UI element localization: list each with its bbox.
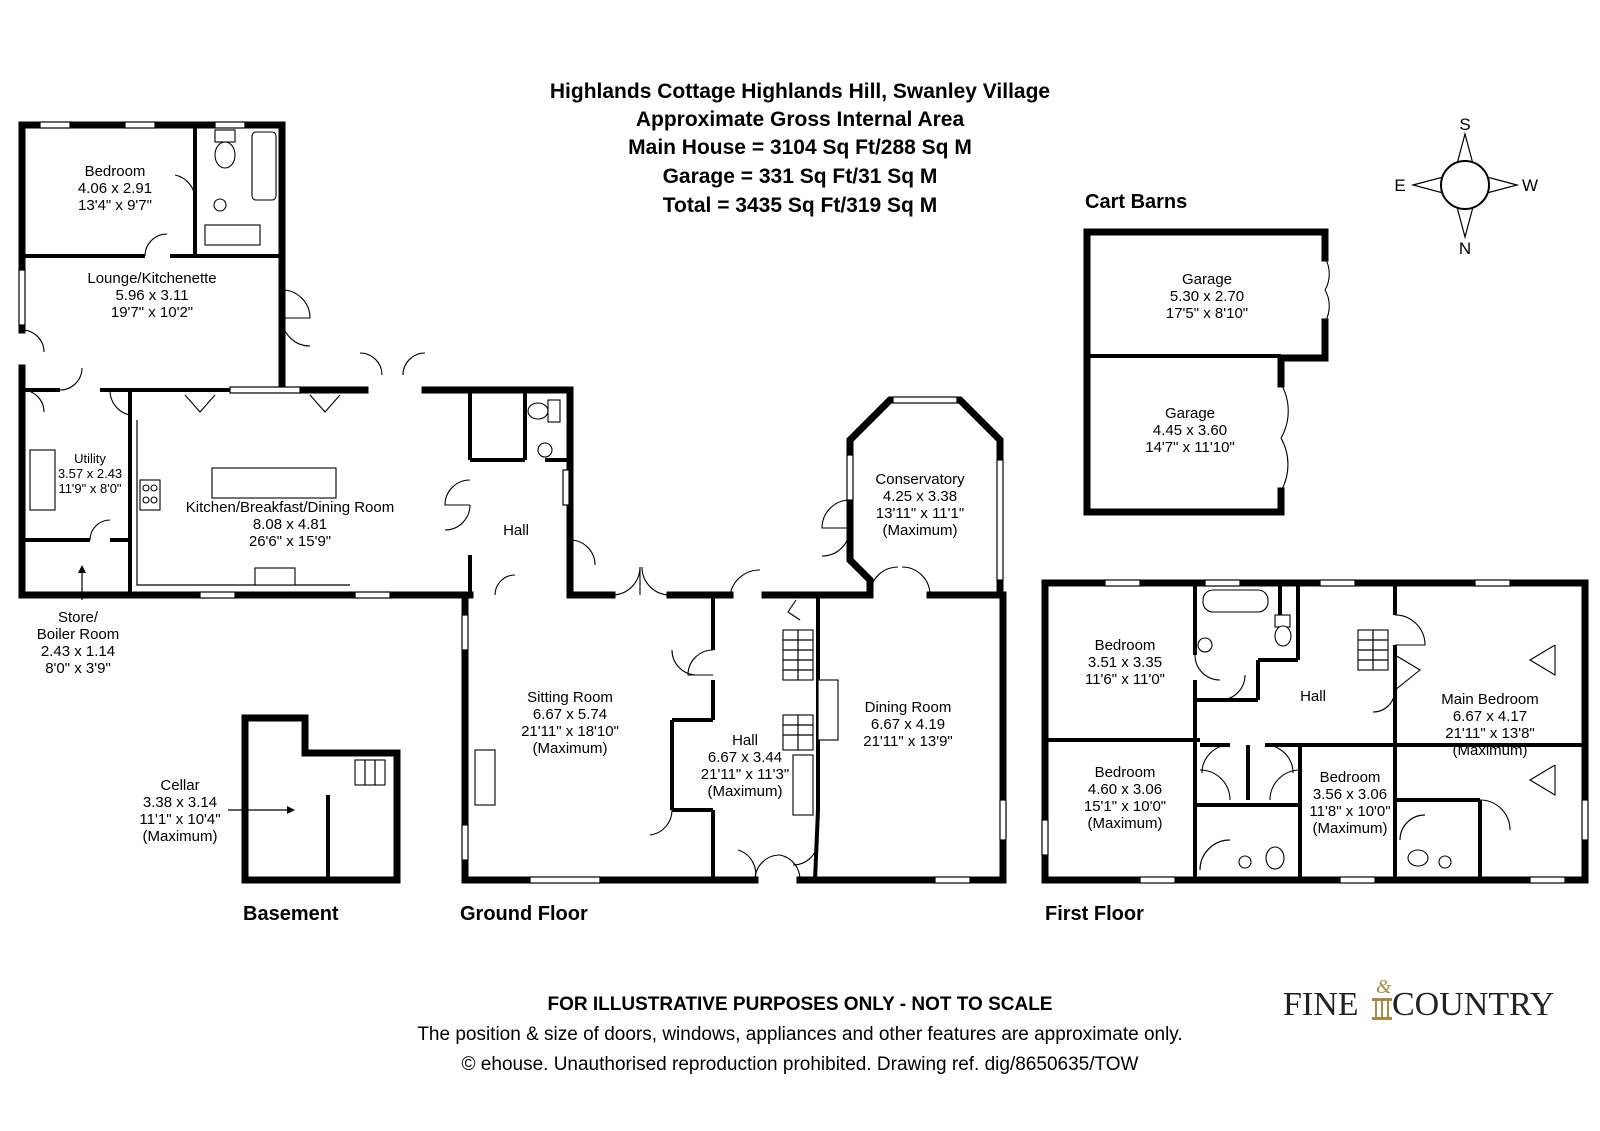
room-size-metric: 6.67 x 5.74 <box>533 706 607 723</box>
room-size-note: (Maximum) <box>1453 742 1528 759</box>
room-name-kitchen: Kitchen/Breakfast/Dining Room <box>186 499 394 516</box>
room-name-store: Store/ <box>58 609 99 626</box>
room-size-imperial: 11'9" x 8'0" <box>58 481 121 496</box>
room-name-ff-bedroom-1: Bedroom <box>1095 637 1156 654</box>
room-name-main-bedroom: Main Bedroom <box>1441 691 1539 708</box>
room-name-annex-bedroom: Bedroom <box>85 163 146 180</box>
compass-north: N <box>1459 239 1471 258</box>
property-title: Highlands Cottage Highlands Hill, Swanle… <box>550 80 1050 103</box>
floor-label-ground: Ground Floor <box>460 903 588 925</box>
logo-word-left: FINE <box>1283 986 1359 1023</box>
room-size-imperial: 21'11" x 13'8" <box>1445 725 1535 742</box>
floor-label-cart-barns: Cart Barns <box>1085 191 1187 213</box>
room-size-metric: 4.06 x 2.91 <box>78 180 152 197</box>
room-size-imperial: 21'11" x 11'3" <box>701 766 789 783</box>
floor-label-first: First Floor <box>1045 903 1144 925</box>
room-size-metric: 4.45 x 3.60 <box>1153 422 1227 439</box>
disclaimer-text: The position & size of doors, windows, a… <box>417 1024 1182 1045</box>
compass-east: E <box>1394 176 1405 195</box>
floor-labels: Basement Ground Floor First Floor Cart B… <box>243 191 1187 925</box>
basement-block: Cellar 3.38 x 3.14 11'1" x 10'4" (Maximu… <box>139 714 401 884</box>
room-name-garage-2: Garage <box>1165 405 1215 422</box>
logo-word-right: COUNTRY <box>1392 986 1554 1023</box>
room-size-imperial: 15'1" x 10'0" <box>1084 798 1166 815</box>
room-size-note: (Maximum) <box>1088 815 1163 832</box>
room-name-main-hall: Hall <box>732 732 758 749</box>
room-size-note: (Maximum) <box>883 522 958 539</box>
room-name-utility: Utility <box>74 451 106 466</box>
total-area: Total = 3435 Sq Ft/319 Sq M <box>663 194 937 217</box>
first-floor-block: Bedroom 3.51 x 3.35 11'6" x 11'0" Hall M… <box>1041 579 1589 884</box>
room-name-ff-hall: Hall <box>1300 688 1326 705</box>
room-size-note: (Maximum) <box>708 783 783 800</box>
room-size-metric: 3.51 x 3.35 <box>1088 654 1162 671</box>
copyright-text: © ehouse. Unauthorised reproduction proh… <box>462 1054 1139 1075</box>
room-name-dining: Dining Room <box>865 699 952 716</box>
room-size-metric: 2.43 x 1.14 <box>41 643 115 660</box>
small-hall-block: Hall <box>444 390 596 599</box>
room-size-imperial: 13'4" x 9'7" <box>78 197 152 214</box>
room-name-cellar: Cellar <box>160 777 199 794</box>
room-size-metric: 4.25 x 3.38 <box>883 488 957 505</box>
annex-block <box>18 121 574 599</box>
room-size-imperial: 11'1" x 10'4" <box>139 811 220 828</box>
main-house-area: Main House = 3104 Sq Ft/288 Sq M <box>628 136 972 159</box>
room-size-note: (Maximum) <box>533 740 608 757</box>
room-size-metric: 8.08 x 4.81 <box>253 516 327 533</box>
room-name-sitting: Sitting Room <box>527 689 613 706</box>
pillar-icon <box>1372 998 1392 1020</box>
compass-south: S <box>1459 115 1470 134</box>
room-size-imperial: 13'11" x 11'1" <box>876 505 964 522</box>
room-size-metric: 6.67 x 4.17 <box>1453 708 1527 725</box>
room-size-note: (Maximum) <box>1313 820 1388 837</box>
room-size-imperial: 21'11" x 13'9" <box>863 733 953 750</box>
room-size-imperial: 26'6" x 15'9" <box>249 533 331 550</box>
area-heading: Approximate Gross Internal Area <box>636 108 965 131</box>
room-name-ff-bedroom-3: Bedroom <box>1320 769 1381 786</box>
room-name-small-hall: Hall <box>503 522 529 539</box>
compass-west: W <box>1522 176 1538 195</box>
plan-footer: FOR ILLUSTRATIVE PURPOSES ONLY - NOT TO … <box>417 994 1182 1075</box>
room-size-metric: 3.57 x 2.43 <box>58 466 122 481</box>
room-size-metric: 5.30 x 2.70 <box>1170 288 1244 305</box>
brand-logo: FINE & COUNTRY <box>1283 976 1554 1023</box>
room-name-lounge: Lounge/Kitchenette <box>87 270 216 287</box>
room-size-metric: 4.60 x 3.06 <box>1088 781 1162 798</box>
room-size-imperial: 17'5" x 8'10" <box>1166 305 1248 322</box>
main-house-block <box>461 396 1007 884</box>
disclaimer-heading: FOR ILLUSTRATIVE PURPOSES ONLY - NOT TO … <box>548 994 1053 1015</box>
room-size-imperial: 21'11" x 18'10" <box>521 723 619 740</box>
floor-label-basement: Basement <box>243 903 339 925</box>
room-size-metric: 3.38 x 3.14 <box>143 794 217 811</box>
cart-barns-block: Garage 5.30 x 2.70 17'5" x 8'10" Garage … <box>1083 228 1330 516</box>
room-name-conservatory: Conservatory <box>875 471 965 488</box>
room-size-note: (Maximum) <box>143 828 218 845</box>
logo-ampersand: & <box>1376 976 1392 998</box>
room-size-metric: 5.96 x 3.11 <box>115 287 188 304</box>
room-size-imperial: 11'8" x 10'0" <box>1309 803 1390 820</box>
compass-icon: S E W N <box>1394 115 1538 258</box>
room-size-metric: 3.56 x 3.06 <box>1313 786 1387 803</box>
room-name-ff-bedroom-2: Bedroom <box>1095 764 1156 781</box>
room-name-store-2: Boiler Room <box>37 626 120 643</box>
annex-labels: Bedroom 4.06 x 2.91 13'4" x 9'7" Lounge/… <box>37 163 394 677</box>
room-size-imperial: 14'7" x 11'10" <box>1145 439 1235 456</box>
plan-header: Highlands Cottage Highlands Hill, Swanle… <box>550 80 1050 217</box>
room-name-garage-1: Garage <box>1182 271 1232 288</box>
room-size-metric: 6.67 x 4.19 <box>871 716 945 733</box>
room-size-imperial: 8'0" x 3'9" <box>45 660 111 677</box>
room-size-imperial: 11'6" x 11'0" <box>1085 671 1165 688</box>
main-house-labels: Conservatory 4.25 x 3.38 13'11" x 11'1" … <box>521 471 965 800</box>
garage-area: Garage = 331 Sq Ft/31 Sq M <box>663 165 938 188</box>
room-size-imperial: 19'7" x 10'2" <box>111 304 193 321</box>
room-size-metric: 6.67 x 3.44 <box>708 749 782 766</box>
